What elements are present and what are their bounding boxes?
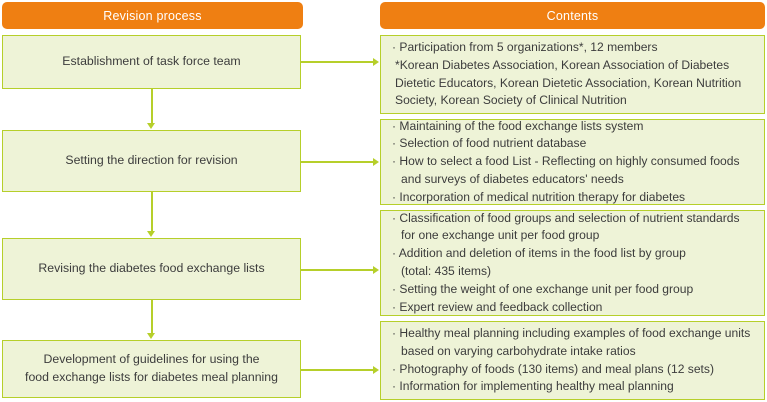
content-box-1: · Participation from 5 organizations*, 1… <box>380 35 765 114</box>
content-list-item: · Photography of foods (130 items) and m… <box>392 361 714 376</box>
content-list-2: · Maintaining of the food exchange lists… <box>392 118 755 207</box>
process-box-4: Development of guidelines for using the … <box>2 340 301 398</box>
connector-horizontal-2 <box>301 161 375 163</box>
arrow-head-right-4 <box>373 365 379 374</box>
connector-horizontal-3 <box>301 269 375 271</box>
content-box-2: · Maintaining of the food exchange lists… <box>380 119 765 205</box>
arrow-head-right-1 <box>373 57 379 66</box>
connector-horizontal-1 <box>301 61 375 63</box>
content-list-3: · Classification of food groups and sele… <box>392 210 755 317</box>
connector-vertical-1 <box>151 89 153 124</box>
process-box-2: Setting the direction for revision <box>2 130 301 192</box>
arrow-head-down-2 <box>147 231 155 237</box>
content-box-4: · Healthy meal planning including exampl… <box>380 321 765 400</box>
connector-vertical-3 <box>151 300 153 334</box>
connector-horizontal-4 <box>301 369 375 371</box>
column-header-contents: Contents <box>380 2 765 29</box>
content-list-item: · Incorporation of medical nutrition the… <box>392 189 686 204</box>
process-box-3: Revising the diabetes food exchange list… <box>2 238 301 300</box>
content-list-item: · Maintaining of the food exchange lists… <box>392 118 644 133</box>
process-box-1: Establishment of task force team <box>2 35 301 89</box>
content-list-item: · Selection of food nutrient database <box>392 136 587 151</box>
content-box-3: · Classification of food groups and sele… <box>380 210 765 316</box>
arrow-head-right-2 <box>373 157 379 166</box>
content-list-item: · Classification of food groups and sele… <box>392 210 740 243</box>
content-list-item: · Addition and deletion of items in the … <box>392 246 686 278</box>
content-list-item: · Healthy meal planning including exampl… <box>392 325 751 358</box>
content-list-item: *Korean Diabetes Association, Korean Ass… <box>395 57 742 108</box>
arrow-head-down-1 <box>147 123 155 129</box>
column-header-revision-process: Revision process <box>2 2 303 29</box>
content-list-item: · Expert review and feedback collection <box>392 299 603 314</box>
connector-vertical-2 <box>151 192 153 232</box>
arrow-head-right-3 <box>373 265 379 274</box>
content-list-item: · Participation from 5 organizations*, 1… <box>392 39 658 54</box>
content-list-4: · Healthy meal planning including exampl… <box>392 325 755 396</box>
content-list-item: · Information for implementing healthy m… <box>392 379 674 394</box>
content-list-item: · How to select a food List - Reflecting… <box>392 154 740 186</box>
content-list-1: · Participation from 5 organizations*, 1… <box>392 39 755 110</box>
content-list-item: · Setting the weight of one exchange uni… <box>392 281 694 296</box>
arrow-head-down-3 <box>147 333 155 339</box>
